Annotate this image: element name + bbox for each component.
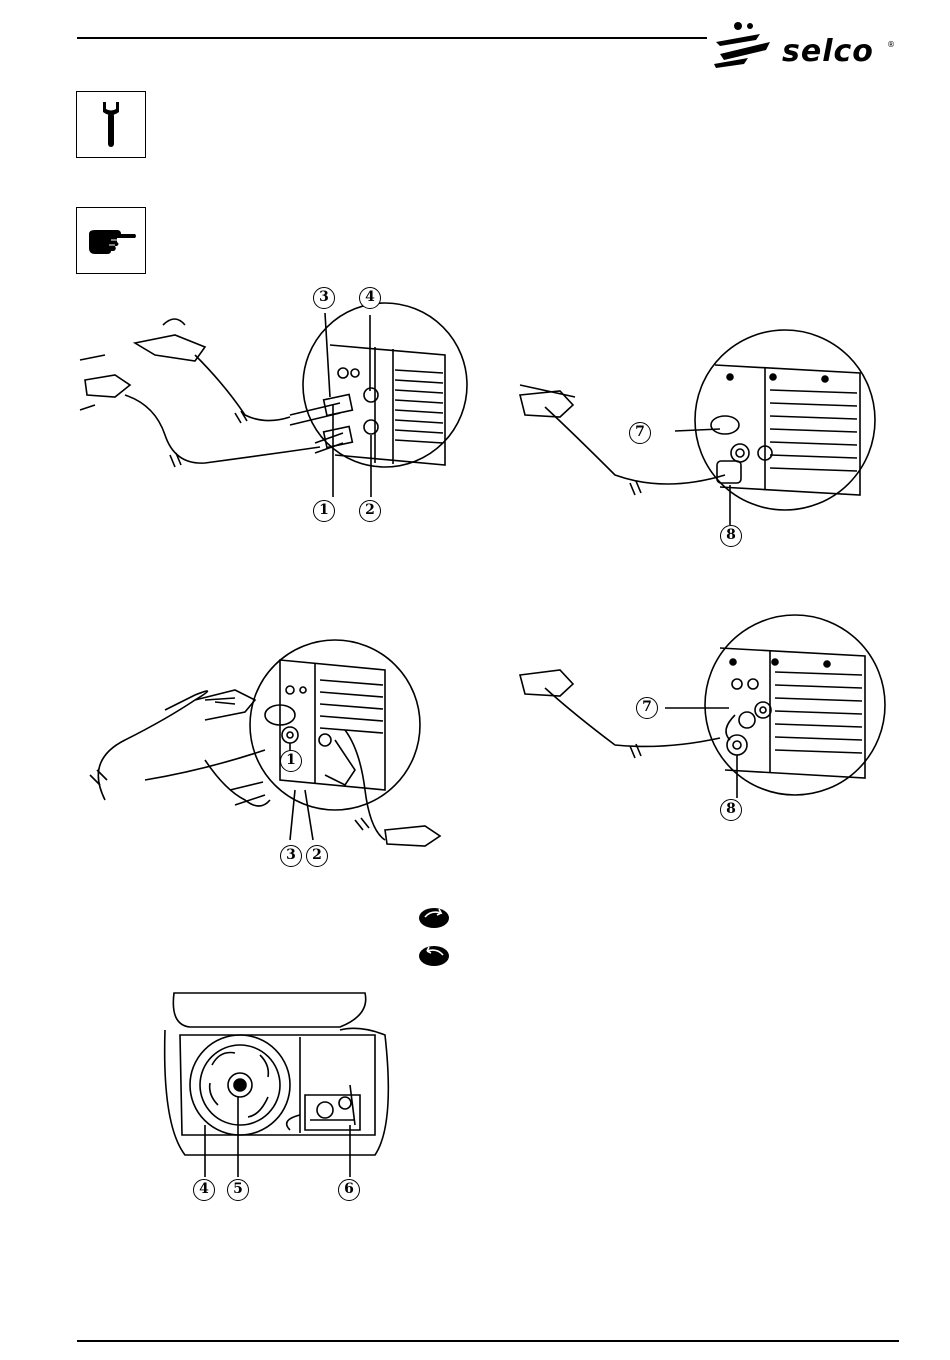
header-rule <box>77 37 707 39</box>
callout-1: 1 <box>313 500 335 522</box>
callout-4: 4 <box>359 287 381 309</box>
wrench-icon <box>97 100 125 150</box>
footer-rule <box>77 1340 899 1342</box>
brand-logo-text: selco <box>782 34 874 69</box>
figure-1-mma-connection <box>75 285 475 545</box>
wrench-icon-box <box>76 91 146 158</box>
callout-2-torch: 2 <box>306 845 328 867</box>
figure-3-mig-torch-connection <box>85 640 465 870</box>
callout-4-spool: 4 <box>193 1179 215 1201</box>
pointing-hand-icon-box <box>76 207 146 274</box>
clockwise-rotate-icon <box>417 905 451 929</box>
callout-1-torch: 1 <box>280 750 302 772</box>
callout-8-alt: 8 <box>720 799 742 821</box>
figure-4-ground-connection <box>515 620 885 820</box>
selco-logo-mark <box>712 20 782 70</box>
registered-mark: ® <box>887 40 895 49</box>
callout-7-alt: 7 <box>636 697 658 719</box>
callout-6-spool: 6 <box>338 1179 360 1201</box>
callout-3: 3 <box>313 287 335 309</box>
figure-2-ground-connection <box>515 335 885 535</box>
callout-8: 8 <box>720 525 742 547</box>
counterclockwise-rotate-icon <box>417 943 451 967</box>
callout-7: 7 <box>629 422 651 444</box>
pointing-hand-icon <box>87 228 137 256</box>
figure-5-spool-compartment <box>160 985 400 1185</box>
callout-3-torch: 3 <box>280 845 302 867</box>
callout-5-spool: 5 <box>227 1179 249 1201</box>
callout-2: 2 <box>359 500 381 522</box>
